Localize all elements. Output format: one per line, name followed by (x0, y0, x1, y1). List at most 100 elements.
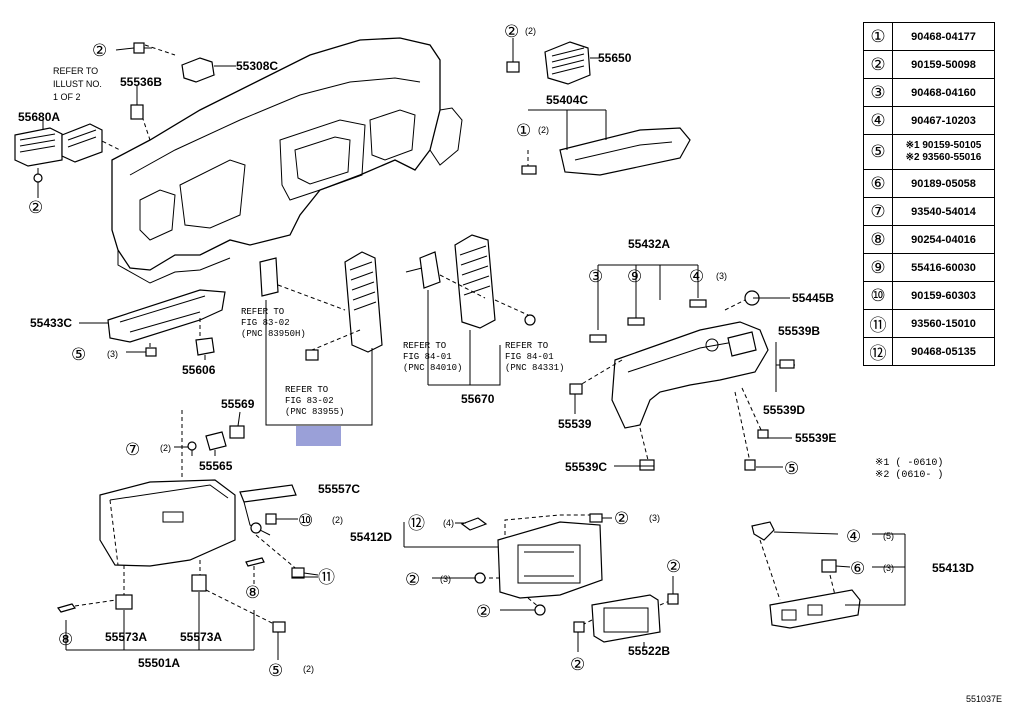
legend-part-code: 90467-10203 (892, 106, 995, 135)
legend-number: ① (863, 22, 893, 51)
vent-55670-drawing (405, 234, 536, 386)
label-55557C: 55557C (318, 482, 360, 496)
callout-7: ⑦ (125, 440, 140, 460)
qty-2-5bot: (2) (303, 664, 314, 674)
vent-55650-drawing (506, 38, 600, 85)
qty-3-2mid: (3) (440, 574, 451, 584)
glovebox-55501A-drawing (56, 410, 286, 660)
label-55412D: 55412D (350, 530, 392, 544)
legend-part-code: 90254-04016 (892, 225, 995, 254)
callout-3: ③ (588, 267, 603, 287)
callout-2-55650: ② (504, 22, 519, 42)
qty-2-55650: (2) (525, 26, 536, 36)
refer-8401a-line3: (PNC 84010) (403, 363, 462, 373)
legend-row: ⑤※1 90159-50105※2 93560-55016 (863, 134, 995, 170)
clip-55308C-drawing (181, 57, 236, 83)
qty-2-55404: (2) (538, 125, 549, 135)
legend-number: ② (863, 50, 893, 79)
label-55539D: 55539D (763, 403, 805, 417)
callout-2-mid: ② (405, 570, 420, 590)
qty-3-6: (3) (883, 563, 894, 573)
refer-8302b-line3: (PNC 83955) (285, 407, 344, 417)
leader-lines (37, 86, 792, 611)
callout-4: ④ (689, 267, 704, 287)
refer-notes: REFER TO ILLUST NO. 1 OF 2 REFER TO FIG … (53, 66, 564, 417)
label-55445B: 55445B (792, 291, 834, 305)
qty-4-12: (4) (443, 518, 454, 528)
qty-5-4b: (5) (883, 531, 894, 541)
label-55650: 55650 (598, 51, 632, 65)
callout-2-right: ② (614, 509, 629, 529)
label-55569: 55569 (221, 397, 255, 411)
callout-8-b: ⑧ (245, 583, 260, 603)
bolt-top-drawing (115, 42, 152, 54)
refer-8302b-line1: REFER TO (285, 385, 328, 395)
label-55606: 55606 (182, 363, 216, 377)
legend-number: ⑩ (863, 281, 893, 310)
legend-code-line2: ※2 93560-55016 (905, 152, 982, 163)
legend-number: ⑨ (863, 253, 893, 282)
bracket-55433C-drawing (107, 289, 226, 357)
callout-5-left: ⑤ (71, 345, 86, 365)
legend-part-code: 90159-50098 (892, 50, 995, 79)
label-55413D: 55413D (932, 561, 974, 575)
label-55536B: 55536B (120, 75, 162, 89)
damper-55557C-drawing (239, 484, 319, 579)
refer-8401a-line1: REFER TO (403, 341, 446, 351)
label-55670: 55670 (461, 392, 495, 406)
refer-8302a-line3: (PNC 83950H) (241, 329, 306, 339)
label-55433C: 55433C (30, 316, 72, 330)
legend-number: ④ (863, 106, 893, 135)
trim-55404C-drawing (521, 109, 691, 176)
refer-illust-line2: ILLUST NO. (53, 79, 102, 89)
callout-8-a: ⑧ (58, 630, 73, 650)
label-55565: 55565 (199, 459, 233, 473)
legend-number: ⑦ (863, 197, 893, 226)
center-vent-drawing (259, 251, 383, 446)
legend-number: ⑥ (863, 169, 893, 198)
label-55404C: 55404C (546, 93, 588, 107)
callout-6: ⑥ (850, 559, 865, 579)
legend-number: ⑧ (863, 225, 893, 254)
plug-55536B-drawing (130, 90, 144, 120)
label-55573A-left: 55573A (105, 630, 147, 644)
callout-11: ⑪ (318, 568, 335, 588)
callout-2-top: ② (92, 41, 107, 61)
cluster-55412D-drawing (403, 513, 612, 616)
callout-5-right: ⑤ (784, 459, 799, 479)
refer-8401b-line3: (PNC 84331) (505, 363, 564, 373)
refer-illust-line1: REFER TO (53, 66, 98, 76)
legend-part-code: ※1 90159-50105※2 93560-55016 (892, 134, 995, 170)
refer-8401b-line2: FIG 84-01 (505, 352, 554, 362)
callout-4-b: ④ (846, 527, 861, 547)
legend-number: ⑤ (863, 134, 893, 170)
refer-8401a-line2: FIG 84-01 (403, 352, 452, 362)
note-1: ※1 ( -0610) (875, 458, 944, 469)
refer-8401b-line1: REFER TO (505, 341, 548, 351)
legend-number: ③ (863, 78, 893, 107)
callout-9: ⑨ (627, 267, 642, 287)
refer-8302a-line2: FIG 83-02 (241, 318, 290, 328)
label-55522B: 55522B (628, 644, 670, 658)
label-55308C: 55308C (236, 59, 278, 73)
vent-55680A-drawing (14, 123, 103, 185)
panel-55413D-drawing (751, 521, 906, 629)
legend-part-code: 55416-60030 (892, 253, 995, 282)
callouts: ② ② ② (2) ① (2) ③ ⑨ ④ (3) ⑤ ⑤ (3) ⑦ (2) … (28, 22, 894, 681)
callout-2-v2: ② (666, 557, 681, 577)
qty-3-2right: (3) (649, 513, 660, 523)
label-55539C: 55539C (565, 460, 607, 474)
legend-code-line1: ※1 90159-50105 (905, 140, 982, 151)
